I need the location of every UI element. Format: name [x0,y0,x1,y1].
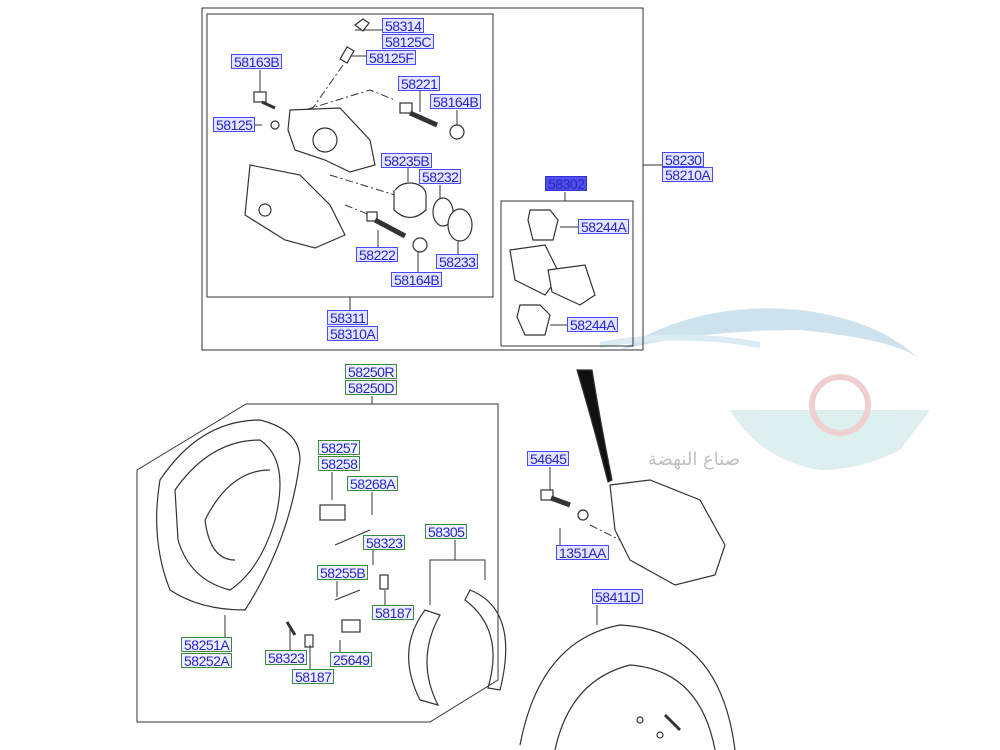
part-label[interactable]: 58251A [181,637,233,653]
part-label[interactable]: 58163B [231,54,283,70]
part-label[interactable]: 58252A [181,653,233,669]
parking-brake-frame [136,403,499,723]
part-label[interactable]: 58222 [356,247,399,263]
part-label[interactable]: 58311 [327,310,369,326]
pad-set-frame [500,200,634,347]
part-label[interactable]: 58164B [391,272,443,288]
caliper-and-disc [519,369,736,750]
part-label[interactable]: 58250R [345,364,398,380]
part-label[interactable]: 58244A [567,317,619,333]
part-label[interactable]: 58244A [578,219,630,235]
part-label[interactable]: 58125 [213,117,256,133]
part-label[interactable]: 58164B [430,94,482,110]
part-label[interactable]: 58314 [382,18,425,34]
part-label[interactable]: 58230 [662,152,705,168]
watermark-logo [599,308,930,470]
part-label[interactable]: 58221 [398,76,441,92]
part-label[interactable]: 58187 [372,605,415,621]
part-label[interactable]: 58233 [436,254,479,270]
part-label[interactable]: 58232 [419,169,462,185]
part-label[interactable]: 58411D [592,589,644,605]
part-label[interactable]: 58257 [318,440,361,456]
part-label[interactable]: 25649 [330,652,373,668]
part-label[interactable]: 58258 [318,456,361,472]
part-label[interactable]: 58310A [327,326,379,342]
part-label[interactable]: 58250D [345,380,398,396]
part-label[interactable]: 58210A [662,167,714,183]
part-label[interactable]: 58187 [292,669,335,685]
part-label[interactable]: 58323 [265,650,308,666]
parking-brake-parts [156,419,507,706]
caliper-parts [244,18,473,253]
assembly-dashed-lines [304,64,621,541]
part-label[interactable]: 58125F [366,50,417,66]
part-label[interactable]: 58235B [381,153,433,169]
part-label[interactable]: 58305 [425,524,468,540]
part-label-highlighted[interactable]: 58302 [545,176,588,192]
watermark-text: صناع النهضة [648,449,740,470]
part-label[interactable]: 58125C [382,34,435,50]
part-label[interactable]: 58268A [347,476,399,492]
part-label[interactable]: 58255B [317,565,369,581]
part-label[interactable]: 54645 [527,451,570,467]
caliper-kit-frame [201,7,644,351]
pad-parts [509,209,596,336]
part-label[interactable]: 58323 [363,535,406,551]
part-label[interactable]: 1351AA [556,545,609,561]
